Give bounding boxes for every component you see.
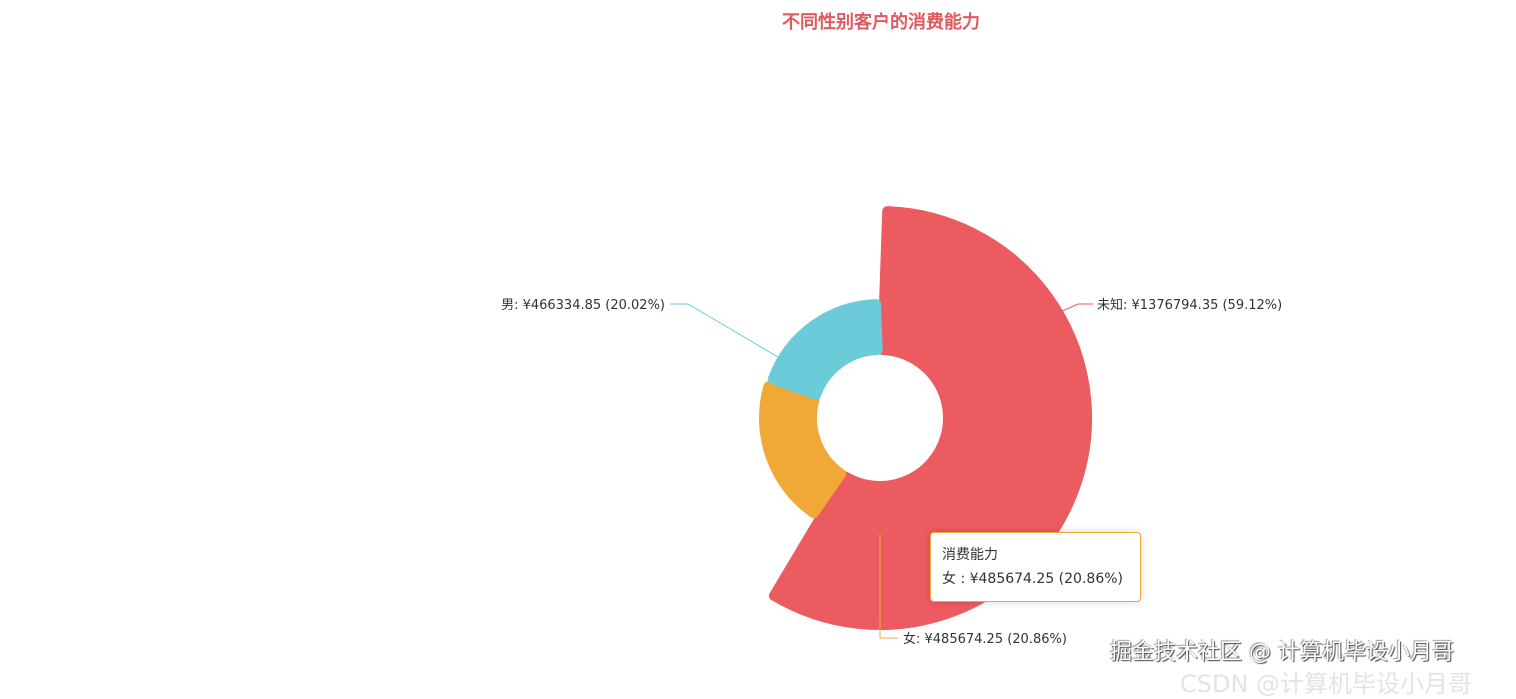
chart-title: 不同性别客户的消费能力	[782, 12, 980, 33]
slice-label-1: 女: ¥485674.25 (20.86%)	[903, 631, 1067, 647]
label-line-1	[879, 534, 898, 639]
label-line-0	[1059, 303, 1093, 313]
watermark-csdn: CSDN @计算机毕设小月哥	[1180, 670, 1473, 698]
tooltip: 消费能力 女 : ¥485674.25 (20.86%)	[930, 532, 1141, 602]
slice-1[interactable]	[759, 381, 847, 519]
slice-label-2: 男: ¥466334.85 (20.02%)	[501, 298, 665, 313]
watermark-juejin: 掘金技术社区 @ 计算机毕设小月哥	[1110, 640, 1454, 665]
slice-2[interactable]	[767, 299, 883, 400]
slice-0[interactable]	[768, 206, 1092, 630]
tooltip-text: 女 : ¥485674.25 (20.86%)	[942, 571, 1123, 587]
slice-label-0: 未知: ¥1376794.35 (59.12%)	[1097, 297, 1282, 313]
label-line-2	[670, 303, 784, 361]
tooltip-title: 消费能力	[942, 547, 998, 563]
